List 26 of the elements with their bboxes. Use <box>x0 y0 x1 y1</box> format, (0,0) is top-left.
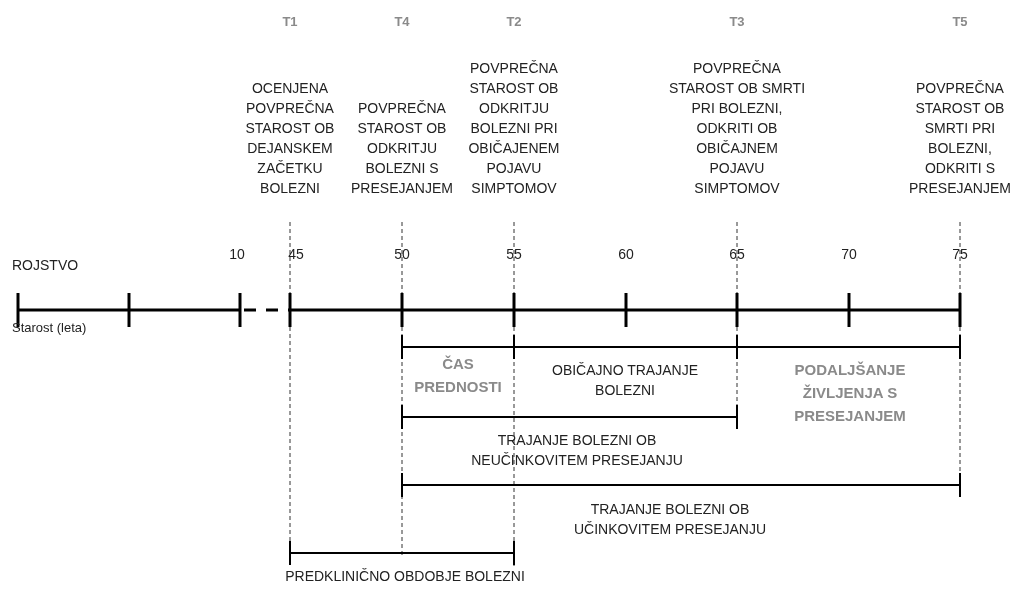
tick-value: 75 <box>951 245 969 264</box>
span-label: TRAJANJE BOLEZNI OB UČINKOVITEM PRESEJANJU <box>572 500 768 539</box>
tick-value: 60 <box>617 245 635 264</box>
span-label: ČAS PREDNOSTI <box>413 354 503 397</box>
tick-value: 65 <box>728 245 746 264</box>
tick-value: 50 <box>393 245 411 264</box>
time-point-label: T2 <box>505 13 523 31</box>
span-label: OBIČAJNO TRAJANJE BOLEZNI <box>551 361 699 400</box>
span-label: TRAJANJE BOLEZNI OB NEUČINKOVITEM PRESEJANJU <box>470 431 684 470</box>
event-description: POVPREČNA STAROST OB ODKRITJU BOLEZNI S PRESEJANJEM <box>350 99 454 198</box>
event-description: OCENJENA POVPREČNA STAROST OB DEJANSKEM ZAČETKU BOLEZNI <box>244 79 336 198</box>
event-description: POVPREČNA STAROST OB SMRTI PRI BOLEZNI, ODKRITI S PRESEJANJEM <box>908 79 1012 198</box>
tick-value: 55 <box>505 245 523 264</box>
axis-title: Starost (leta) <box>12 319 87 337</box>
time-point-label: T4 <box>393 13 411 31</box>
span-label: PODALJŠANJE ŽIVLJENJA S PRESEJANJEM <box>793 360 907 426</box>
tick-value: 70 <box>840 245 858 264</box>
tick-value: 10 <box>228 245 246 264</box>
time-point-label: T5 <box>951 13 969 31</box>
span-label: PREDKLINIČNO OBDOBJE BOLEZNI <box>285 568 525 585</box>
birth-label: ROJSTVO <box>12 256 79 275</box>
time-point-label: T1 <box>281 13 299 31</box>
event-description: POVPREČNA STAROST OB ODKRITJU BOLEZNI PRI OBIČAJENEM POJAVU SIMPTOMOV <box>467 59 561 198</box>
tick-value: 45 <box>287 245 305 264</box>
event-description: POVPREČNA STAROST OB SMRTI PRI BOLEZNI, ODKRITI OB OBIČAJNEM POJAVU SIMPTOMOV <box>667 59 807 198</box>
time-point-label: T3 <box>728 13 746 31</box>
